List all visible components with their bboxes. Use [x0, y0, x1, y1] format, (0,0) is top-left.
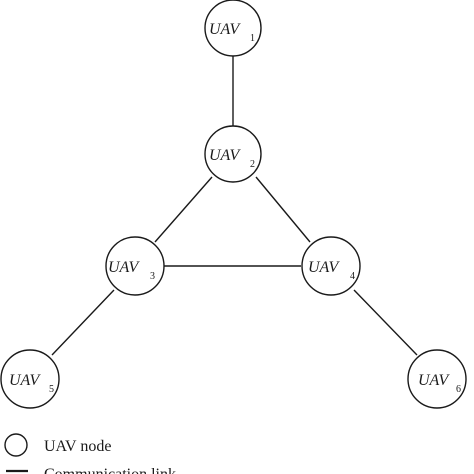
uav-node-5-subscript: 5: [49, 384, 54, 395]
uav-node-6-subscript: 6: [456, 384, 461, 395]
uav-node-3-circle: [105, 236, 165, 296]
legend-link-label: Communication link: [44, 466, 176, 474]
uav-node-5: UAV 5: [0, 349, 60, 409]
links: [51, 56, 418, 356]
uav-node-3-subscript: 3: [150, 271, 155, 282]
uav-node-4-circle: [301, 236, 361, 296]
link-uav3-uav5: [51, 289, 115, 356]
legend-node-icon: [4, 433, 28, 457]
uav-node-3-label: UAV: [108, 259, 141, 276]
uav-node-1-subscript: 1: [250, 33, 255, 44]
link-uav2-uav4: [255, 176, 311, 243]
legend-node-label: UAV node: [44, 438, 111, 455]
uav-node-6-circle: [407, 349, 467, 409]
uav-node-3: UAV 3: [105, 236, 165, 296]
uav-node-2: UAV 2: [204, 125, 262, 183]
link-uav4-uav6: [353, 289, 418, 356]
uav-node-6-label: UAV: [418, 372, 451, 389]
uav-node-4-label: UAV: [308, 259, 341, 276]
uav-node-4-subscript: 4: [350, 271, 355, 282]
uav-node-4: UAV 4: [301, 236, 361, 296]
uav-node-1-circle: [204, 0, 262, 57]
uav-node-2-subscript: 2: [250, 159, 255, 170]
uav-node-2-circle: [204, 125, 262, 183]
uav-node-1: UAV 1: [204, 0, 262, 57]
uav-node-6: UAV 6: [407, 349, 467, 409]
legend: UAV node Communication link: [4, 433, 176, 474]
link-uav2-uav3: [154, 176, 213, 243]
uav-node-5-circle: [0, 349, 60, 409]
uav-node-5-label: UAV: [9, 372, 42, 389]
uav-node-2-label: UAV: [209, 147, 242, 164]
uav-node-1-label: UAV: [209, 21, 242, 38]
